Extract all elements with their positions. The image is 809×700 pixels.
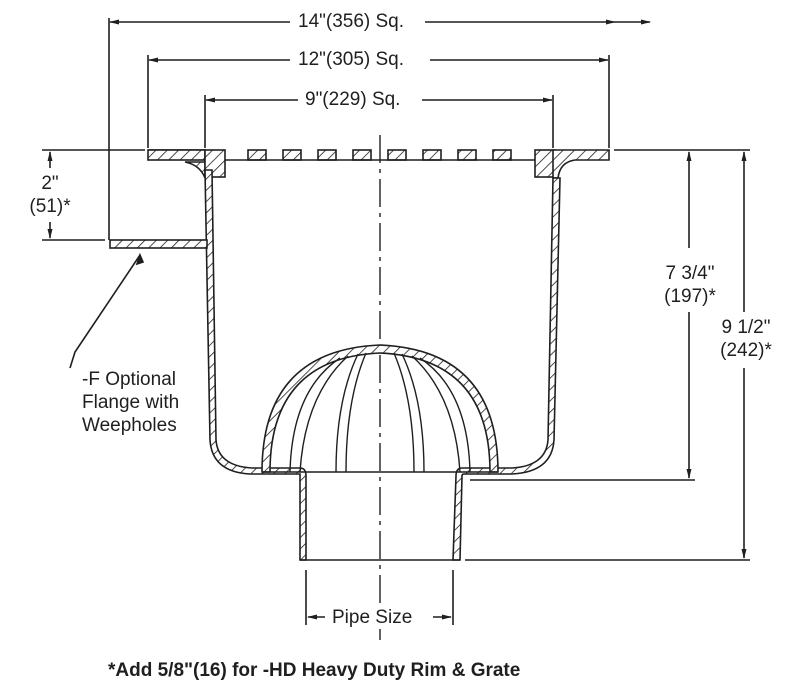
dim-overall-height-mm: (242)*: [706, 339, 786, 362]
dim-body-width: 12"(305) Sq.: [298, 48, 405, 71]
dim-overall-height-in: 9 1/2": [706, 316, 786, 339]
dim-flange-offset-in: 2": [22, 172, 78, 195]
dim-body-depth-mm: (197)*: [652, 285, 728, 308]
callout-flange-line1: -F Optional: [82, 368, 176, 391]
callout-flange-line3: Weepholes: [82, 414, 177, 437]
dim-grate-width: 9"(229) Sq.: [305, 88, 401, 111]
footnote-hd-option: *Add 5/8"(16) for -HD Heavy Duty Rim & G…: [108, 660, 521, 681]
dim-overall-width: 14"(356) Sq.: [298, 10, 405, 33]
callout-flange-line2: Flange with: [82, 391, 180, 414]
dim-pipe-size: Pipe Size: [332, 606, 413, 629]
dim-body-depth-in: 7 3/4": [652, 262, 728, 285]
dim-flange-offset-mm: (51)*: [22, 195, 78, 218]
